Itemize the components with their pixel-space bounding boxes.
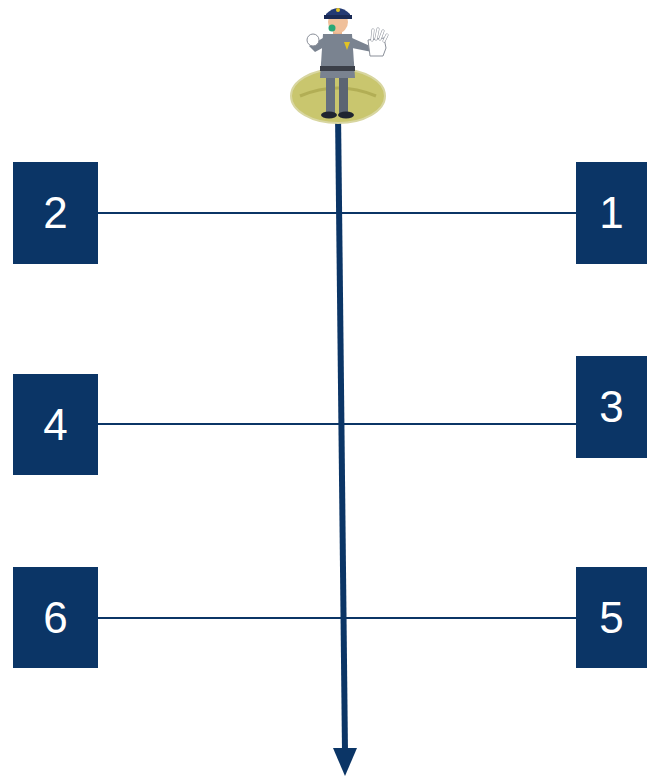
- box-number: 2: [43, 191, 67, 235]
- traffic-policeman: [291, 8, 387, 123]
- number-box: 3: [576, 356, 647, 458]
- box-number: 1: [599, 191, 623, 235]
- flow-arrow-shaft: [338, 112, 345, 752]
- connector-line: [98, 423, 576, 425]
- connector-line: [98, 212, 576, 214]
- box-number: 3: [599, 385, 623, 429]
- number-box: 4: [13, 374, 98, 475]
- number-box: 1: [576, 162, 647, 264]
- connector-line: [98, 617, 576, 619]
- number-box: 2: [13, 162, 98, 264]
- box-number: 5: [599, 596, 623, 640]
- flow-arrow-head: [333, 748, 357, 776]
- number-box: 6: [13, 567, 98, 668]
- box-number: 4: [43, 403, 67, 447]
- number-box: 5: [576, 567, 647, 668]
- box-number: 6: [43, 596, 67, 640]
